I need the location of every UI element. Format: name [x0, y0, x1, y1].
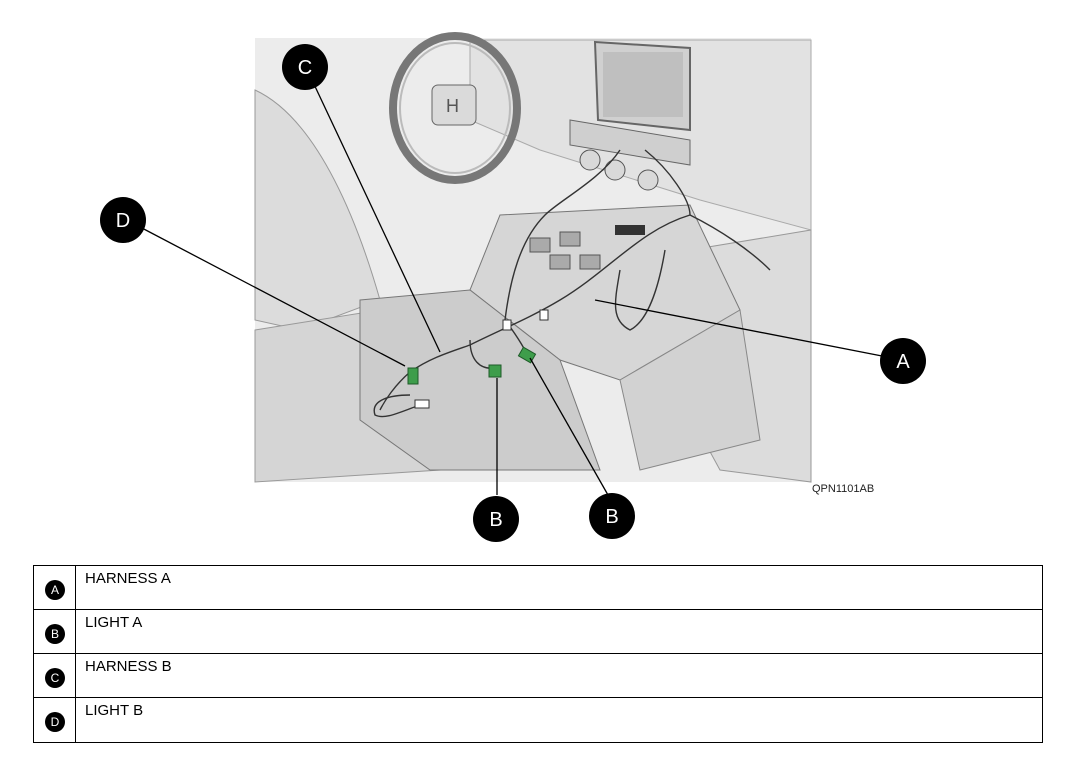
callout-letter: A — [896, 351, 910, 373]
callout-letter: B — [605, 506, 618, 528]
callout-c: C — [282, 44, 328, 90]
legend-row: B LIGHT A — [34, 610, 1042, 654]
connectors — [407, 309, 549, 409]
callout-letter: C — [298, 57, 312, 79]
legend-label: LIGHT A — [85, 614, 143, 631]
legend-label: LIGHT B — [85, 702, 144, 719]
callout-b-left: B — [473, 496, 519, 542]
legend-key-cell: A — [34, 566, 76, 609]
legend-key-badge: D — [45, 712, 65, 732]
callout-letter: B — [489, 509, 502, 531]
legend-key-cell: D — [34, 698, 76, 742]
figure-code: QPN1101AB — [812, 483, 875, 495]
legend-row: C HARNESS B — [34, 654, 1042, 698]
callout-b-right: B — [589, 493, 635, 539]
legend-key-badge: C — [45, 668, 65, 688]
interior-background: H — [254, 32, 812, 483]
legend-key-badge: A — [45, 580, 65, 600]
callout-letter: D — [116, 210, 130, 232]
legend-table: A HARNESS A B LIGHT A C HARNESS B D LIGH… — [33, 565, 1043, 743]
legend-key-badge: B — [45, 624, 65, 644]
legend-label: HARNESS B — [85, 658, 172, 675]
leader-lines — [139, 79, 883, 496]
svg-text:H: H — [446, 96, 459, 116]
legend-label: HARNESS A — [85, 570, 171, 587]
legend-row: A HARNESS A — [34, 566, 1042, 610]
callout-d: D — [100, 197, 146, 243]
callout-a: A — [880, 338, 926, 384]
legend-key-cell: C — [34, 654, 76, 697]
legend-row: D LIGHT B — [34, 698, 1042, 742]
legend-key-cell: B — [34, 610, 76, 653]
car-interior-illustration: H — [100, 32, 926, 542]
